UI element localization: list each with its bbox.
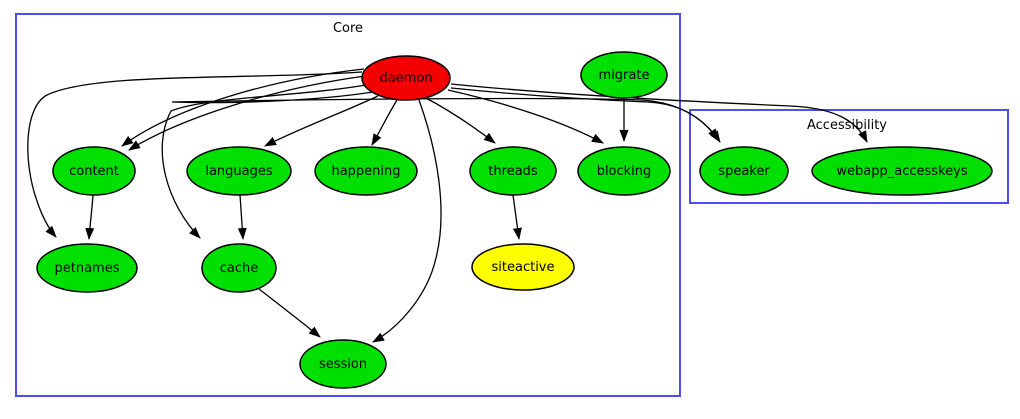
node-happening: happening [314, 146, 418, 196]
edge-daemon-blocking [447, 89, 604, 144]
edge-threads-siteactive [512, 194, 522, 240]
cluster-core-border [15, 13, 681, 397]
node-migrate: migrate [580, 51, 668, 99]
node-threads-shape [469, 146, 557, 196]
edge-daemon-languages [264, 95, 379, 147]
node-webapp-accesskeys-label: webapp_accesskeys [836, 164, 967, 179]
node-webapp-accesskeys: webapp_accesskeys [811, 146, 993, 196]
node-content-label: content [69, 164, 119, 179]
node-cache-shape [201, 243, 277, 293]
node-languages: languages [186, 146, 292, 196]
cluster-accessibility-label: Accessibility [807, 118, 887, 133]
cluster-core-label: Core [333, 21, 363, 36]
node-happening-shape [314, 146, 418, 196]
node-content: content [52, 146, 136, 196]
edge-daemon-session [372, 99, 442, 343]
node-speaker: speaker [699, 146, 789, 196]
edge-languages-cache [237, 194, 247, 240]
node-cache-label: cache [220, 261, 259, 276]
node-content-shape [52, 146, 136, 196]
node-petnames: petnames [36, 243, 138, 293]
node-cache: cache [201, 243, 277, 293]
node-session-label: session [319, 357, 367, 372]
edge-daemon-petnames [27, 71, 363, 238]
node-petnames-label: petnames [55, 261, 120, 276]
node-daemon-label: daemon [379, 71, 432, 86]
edge-content-petnames [85, 194, 95, 240]
edge-daemon-speaker-1 [450, 87, 719, 141]
node-languages-label: languages [205, 164, 273, 179]
edge-daemon-speaker-2 [171, 91, 721, 143]
cluster-accessibility: Accessibility [689, 109, 1009, 204]
node-speaker-label: speaker [718, 164, 770, 179]
node-siteactive: siteactive [471, 243, 575, 291]
node-speaker-shape [699, 146, 789, 196]
node-session: session [299, 339, 387, 389]
node-blocking-shape [577, 146, 671, 196]
node-session-shape [299, 339, 387, 389]
cluster-accessibility-border [689, 109, 1009, 204]
node-webapp-accesskeys-shape [811, 146, 993, 196]
node-daemon-shape [361, 55, 451, 101]
node-happening-label: happening [331, 164, 400, 179]
cluster-core: Core [15, 13, 681, 397]
node-threads-label: threads [488, 164, 538, 179]
node-languages-shape [186, 146, 292, 196]
node-migrate-label: migrate [599, 68, 650, 83]
edges [27, 68, 868, 343]
node-siteactive-label: siteactive [492, 260, 555, 275]
node-blocking: blocking [577, 146, 671, 196]
edge-daemon-threads [423, 96, 496, 144]
edge-cache-session [258, 288, 321, 338]
node-migrate-shape [580, 51, 668, 99]
edge-daemon-content-2 [128, 75, 366, 151]
edge-daemon-happening [371, 99, 398, 146]
edge-daemon-cache [161, 84, 367, 239]
node-petnames-shape [36, 243, 138, 293]
node-threads: threads [469, 146, 557, 196]
node-siteactive-shape [471, 243, 575, 291]
node-daemon: daemon [361, 55, 451, 101]
edge-daemon-webapp-accesskeys [450, 83, 868, 143]
node-blocking-label: blocking [597, 164, 652, 179]
